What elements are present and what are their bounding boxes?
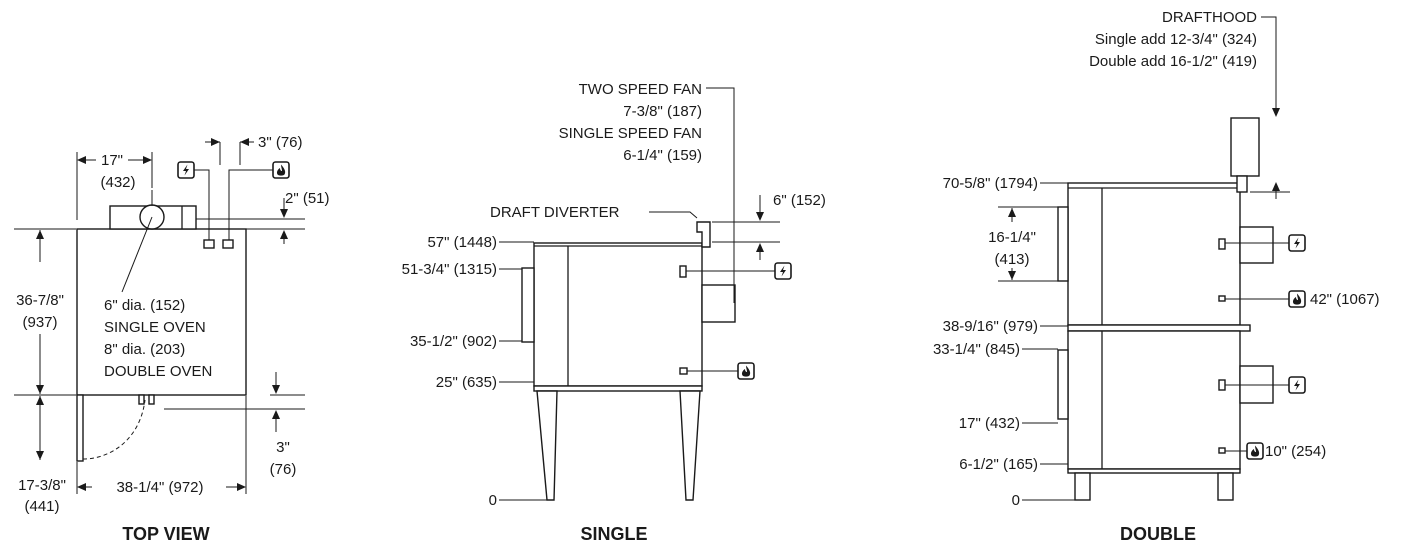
top-view-door bbox=[76, 394, 84, 462]
dim-3: 3" (76) bbox=[258, 134, 303, 151]
dim-3-bottom-metric: (76) bbox=[270, 461, 297, 478]
height-70: 70-5/8" (1794) bbox=[943, 175, 1038, 192]
height-33: 33-1/4" (845) bbox=[933, 341, 1020, 358]
flue-note-3: 8" dia. (203) bbox=[104, 341, 185, 358]
height-6: 6-1/2" (165) bbox=[959, 456, 1038, 473]
drafthood-note-single: Single add 12-3/4" (324) bbox=[1095, 31, 1257, 48]
electric-connection bbox=[1218, 379, 1226, 391]
foot bbox=[1217, 472, 1234, 501]
height-17: 17" (432) bbox=[959, 415, 1020, 432]
height-57: 57" (1448) bbox=[427, 234, 497, 251]
door-handle bbox=[521, 267, 535, 343]
dim-width: 38-1/4" (972) bbox=[116, 479, 203, 496]
height-35: 35-1/2" (902) bbox=[410, 333, 497, 350]
electric-icon bbox=[1288, 234, 1306, 252]
electric-icon bbox=[1288, 376, 1306, 394]
flue-note-1: 6" dia. (152) bbox=[104, 297, 185, 314]
dim-6: 6" (152) bbox=[773, 192, 826, 209]
draft-diverter bbox=[696, 221, 711, 248]
height-16-metric: (413) bbox=[994, 251, 1029, 268]
top-view-oven-body bbox=[76, 228, 247, 396]
single-view: TWO SPEED FAN 7-3/8" (187) SINGLE SPEED … bbox=[402, 81, 826, 544]
lower-oven-body bbox=[1067, 330, 1241, 470]
gas-icon bbox=[1246, 442, 1264, 460]
flue-note-4: DOUBLE OVEN bbox=[104, 363, 212, 380]
electric-icon bbox=[177, 161, 195, 179]
fan-note-2: 7-3/8" (187) bbox=[623, 103, 702, 120]
double-title: DOUBLE bbox=[1120, 524, 1196, 544]
draft-diverter-label: DRAFT DIVERTER bbox=[490, 204, 620, 221]
upper-oven-body bbox=[1067, 182, 1241, 326]
lower-door-handle bbox=[1057, 349, 1069, 420]
leg bbox=[536, 390, 558, 501]
top-view-foot bbox=[148, 394, 155, 405]
dim-17: 17" bbox=[101, 152, 123, 169]
dim-door: 17-3/8" bbox=[18, 477, 66, 494]
gas-connection bbox=[679, 367, 688, 375]
height-51: 51-3/4" (1315) bbox=[402, 261, 497, 278]
drafthood-note-double: Double add 16-1/2" (419) bbox=[1089, 53, 1257, 70]
drafthood bbox=[1230, 117, 1260, 177]
double-view: DRAFTHOOD Single add 12-3/4" (324) Doubl… bbox=[933, 9, 1380, 544]
gas-height-10: 10" (254) bbox=[1265, 443, 1326, 460]
flue-note-2: SINGLE OVEN bbox=[104, 319, 206, 336]
fan-note-4: 6-1/4" (159) bbox=[623, 147, 702, 164]
single-oven-body bbox=[533, 242, 703, 387]
gas-connection bbox=[1218, 447, 1226, 454]
dim-2: 2" (51) bbox=[285, 190, 330, 207]
dim-17-metric: (432) bbox=[100, 174, 135, 191]
electric-connection bbox=[1218, 238, 1226, 250]
top-view-title: TOP VIEW bbox=[122, 524, 209, 544]
gas-height-42: 42" (1067) bbox=[1310, 291, 1380, 308]
height-0: 0 bbox=[489, 492, 497, 509]
gas-icon bbox=[737, 362, 755, 380]
electric-icon bbox=[774, 262, 792, 280]
oven-separator bbox=[1067, 324, 1251, 332]
gas-connection bbox=[1218, 295, 1226, 302]
fan-note-1: TWO SPEED FAN bbox=[579, 81, 702, 98]
dim-depth-metric: (937) bbox=[22, 314, 57, 331]
foot bbox=[1074, 472, 1091, 501]
height-0-double: 0 bbox=[1012, 492, 1020, 509]
height-38: 38-9/16" (979) bbox=[943, 318, 1038, 335]
drafthood-neck bbox=[1236, 175, 1248, 193]
electric-connection bbox=[203, 239, 215, 249]
single-title: SINGLE bbox=[580, 524, 647, 544]
gas-connection bbox=[222, 239, 234, 249]
drafthood-label: DRAFTHOOD bbox=[1162, 9, 1257, 26]
height-25: 25" (635) bbox=[436, 374, 497, 391]
electric-connection bbox=[679, 265, 687, 278]
upper-door-handle bbox=[1057, 206, 1069, 282]
fan-note-3: SINGLE SPEED FAN bbox=[559, 125, 702, 142]
fan-motor bbox=[701, 284, 736, 323]
door-swing-arc bbox=[82, 399, 146, 460]
dim-3-bottom: 3" bbox=[276, 439, 290, 456]
gas-icon bbox=[272, 161, 290, 179]
base bbox=[1067, 468, 1241, 474]
base bbox=[533, 385, 703, 392]
top-view: 17" (432) 3" (76) 2" (51) 36-7/8" (937) bbox=[14, 134, 330, 544]
height-16: 16-1/4" bbox=[988, 229, 1036, 246]
dim-door-metric: (441) bbox=[24, 498, 59, 515]
leg bbox=[679, 390, 701, 501]
gas-icon bbox=[1288, 290, 1306, 308]
dim-depth: 36-7/8" bbox=[16, 292, 64, 309]
upper-fan-motor bbox=[1239, 226, 1274, 264]
top-view-foot bbox=[138, 394, 145, 405]
